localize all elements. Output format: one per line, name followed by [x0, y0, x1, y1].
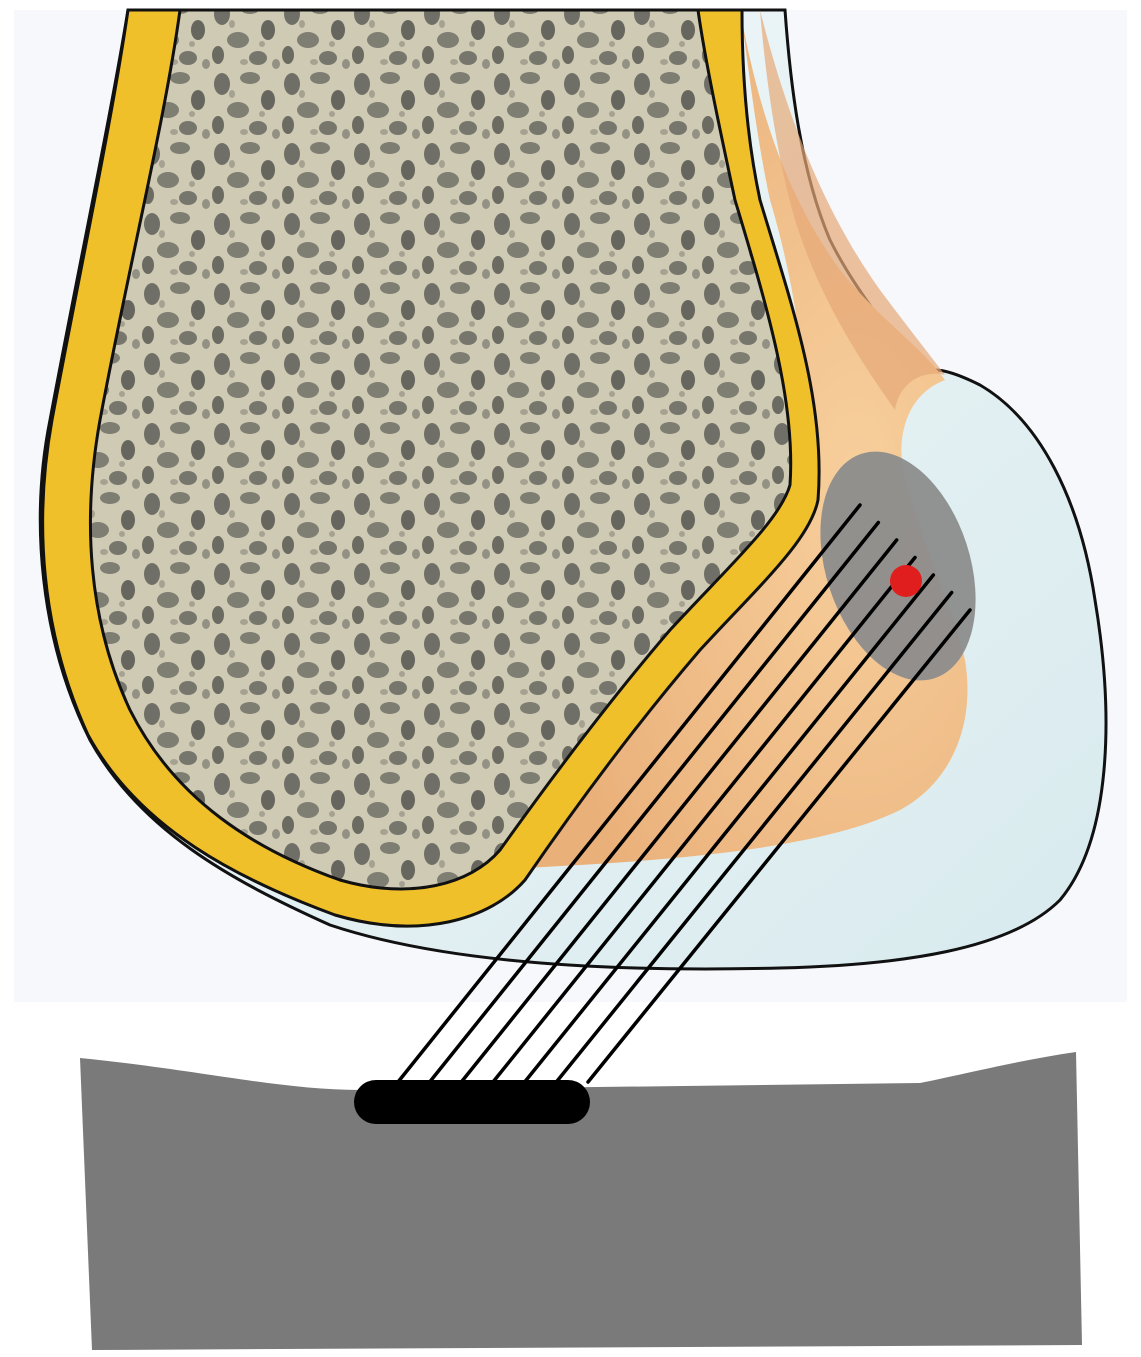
red-dot-marker: [890, 565, 922, 597]
anchor-plate: [354, 1080, 590, 1124]
